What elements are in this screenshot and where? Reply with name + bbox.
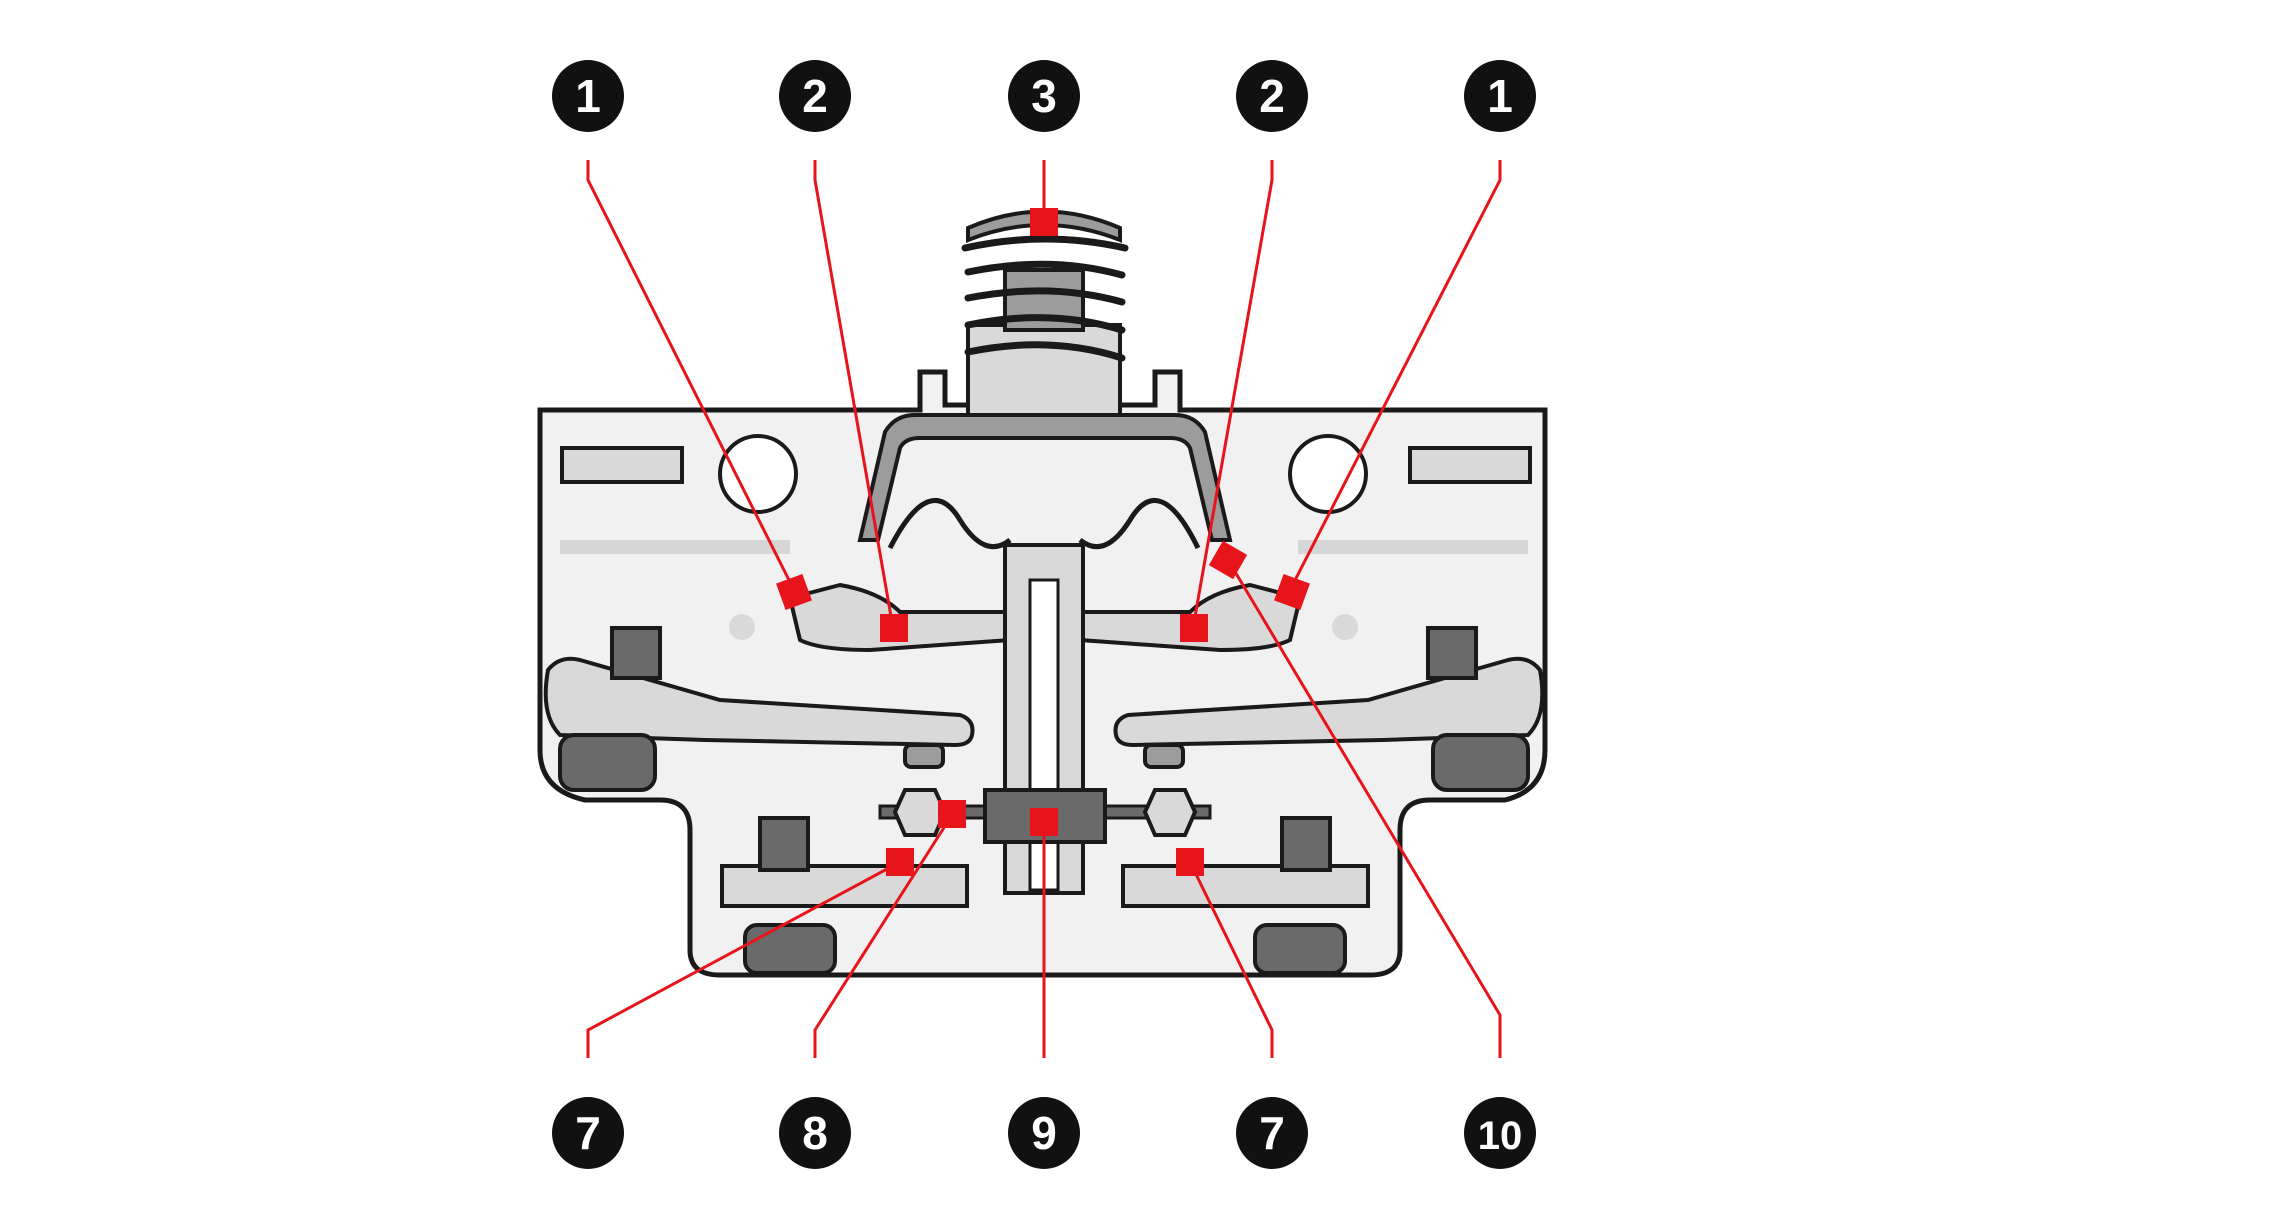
mounting-hole-left: [718, 434, 798, 514]
badge-7-right: 7: [1236, 1097, 1308, 1169]
contact-rivet-left: [892, 788, 948, 837]
badge-1-left: 1: [552, 60, 624, 132]
slot-right: [1408, 446, 1532, 484]
badge-2-left-text: 2: [802, 70, 828, 122]
screw-upper-right: [1426, 626, 1478, 680]
screw-head-upper-right: [1431, 733, 1530, 792]
terminal-lower-left: [720, 864, 969, 908]
badge-7-left-text: 7: [575, 1107, 601, 1159]
slot-left: [560, 446, 684, 484]
marker-8: [938, 800, 966, 828]
marker-10: [1208, 540, 1248, 580]
marker-9: [1030, 808, 1058, 836]
leader-10: [1226, 559, 1502, 1058]
screw-lower-left: [758, 816, 810, 872]
badge-8: 8: [779, 1097, 851, 1169]
badge-3-text: 3: [1031, 70, 1057, 122]
screw-head-lower-left: [743, 923, 837, 975]
badge-10: 10: [1464, 1097, 1536, 1169]
badge-1-right: 1: [1464, 60, 1536, 132]
leader-2-left: [813, 160, 895, 629]
guide-line-left: [560, 540, 790, 554]
badge-9-text: 9: [1031, 1107, 1057, 1159]
number-badges: 1 2 3 2 1 7 8 9: [552, 60, 1536, 1169]
contact-rivet-right: [1142, 788, 1198, 837]
badge-3: 3: [1008, 60, 1080, 132]
screw-head-lower-right: [1253, 923, 1347, 975]
badge-2-right: 2: [1236, 60, 1308, 132]
contact-upper-right: [1143, 743, 1185, 769]
leader-8: [813, 814, 954, 1058]
badge-1-left-text: 1: [575, 70, 601, 122]
pin-dot-right: [1332, 614, 1358, 640]
badge-7-right-text: 7: [1259, 1107, 1285, 1159]
pin-dot-left: [729, 614, 755, 640]
screw-lower-right: [1280, 816, 1332, 872]
leader-1-left: [586, 160, 797, 593]
return-spring: [961, 235, 1129, 362]
screw-upper-left: [610, 626, 662, 680]
badge-2-left: 2: [779, 60, 851, 132]
leader-1-right: [1288, 160, 1502, 591]
badge-9: 9: [1008, 1097, 1080, 1169]
marker-1-left: [776, 574, 812, 610]
terminal-lower-right: [1121, 864, 1370, 908]
plunger-assembly: [961, 209, 1129, 417]
badge-2-right-text: 2: [1259, 70, 1285, 122]
marker-2-left: [880, 614, 908, 642]
marker-2-right: [1180, 614, 1208, 642]
leader-lines: [586, 160, 1502, 1058]
marker-7-right: [1176, 848, 1204, 876]
contact-upper-left: [903, 743, 945, 769]
guide-line-right: [1298, 540, 1528, 554]
terminal-upper-right: [1113, 656, 1545, 748]
marker-7-left: [886, 848, 914, 876]
leader-2-right: [1191, 160, 1274, 629]
leader-7-left: [586, 860, 901, 1058]
marker-3: [1030, 208, 1058, 236]
mounting-hole-right: [1288, 434, 1368, 514]
badge-8-text: 8: [802, 1107, 828, 1159]
terminal-upper-left: [543, 656, 975, 748]
badge-7-left: 7: [552, 1097, 624, 1169]
badge-10-text: 10: [1478, 1114, 1523, 1158]
screw-head-upper-left: [558, 733, 657, 792]
red-markers: [776, 208, 1310, 876]
badge-1-right-text: 1: [1487, 70, 1513, 122]
leader-7-right: [1188, 861, 1274, 1058]
marker-1-right: [1274, 574, 1310, 610]
plunger-cap: [966, 209, 1122, 243]
plunger-housing: [966, 323, 1122, 417]
